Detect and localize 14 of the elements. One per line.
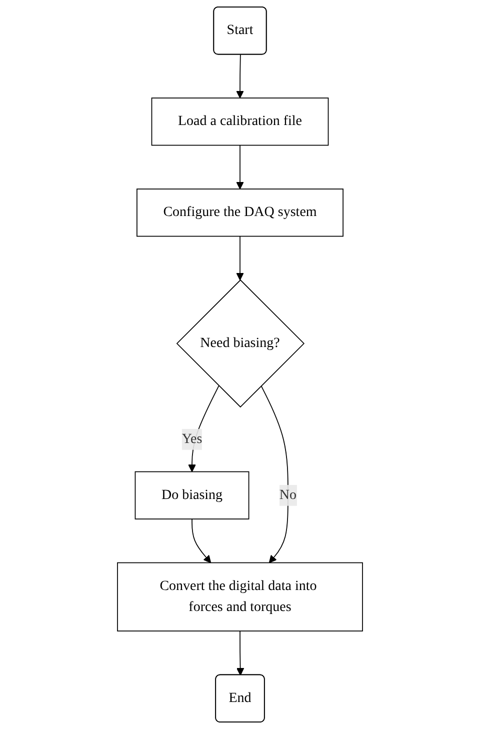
edge-label: No bbox=[278, 487, 296, 502]
node-box: Load a calibration file bbox=[150, 98, 328, 146]
node-box: Convert the digital data into forces and torques bbox=[116, 562, 362, 632]
node-diamond: Need biasing? bbox=[176, 279, 304, 408]
arrow bbox=[188, 385, 219, 472]
arrow bbox=[236, 236, 244, 280]
arrow bbox=[236, 630, 244, 676]
edge-label: Yes bbox=[181, 431, 202, 446]
arrow bbox=[191, 518, 211, 564]
arrow bbox=[236, 144, 244, 190]
arrow bbox=[236, 54, 244, 98]
node-box: Do biasing bbox=[134, 471, 249, 520]
node-box: Configure the DAQ system bbox=[136, 188, 343, 237]
arrow bbox=[260, 385, 288, 564]
